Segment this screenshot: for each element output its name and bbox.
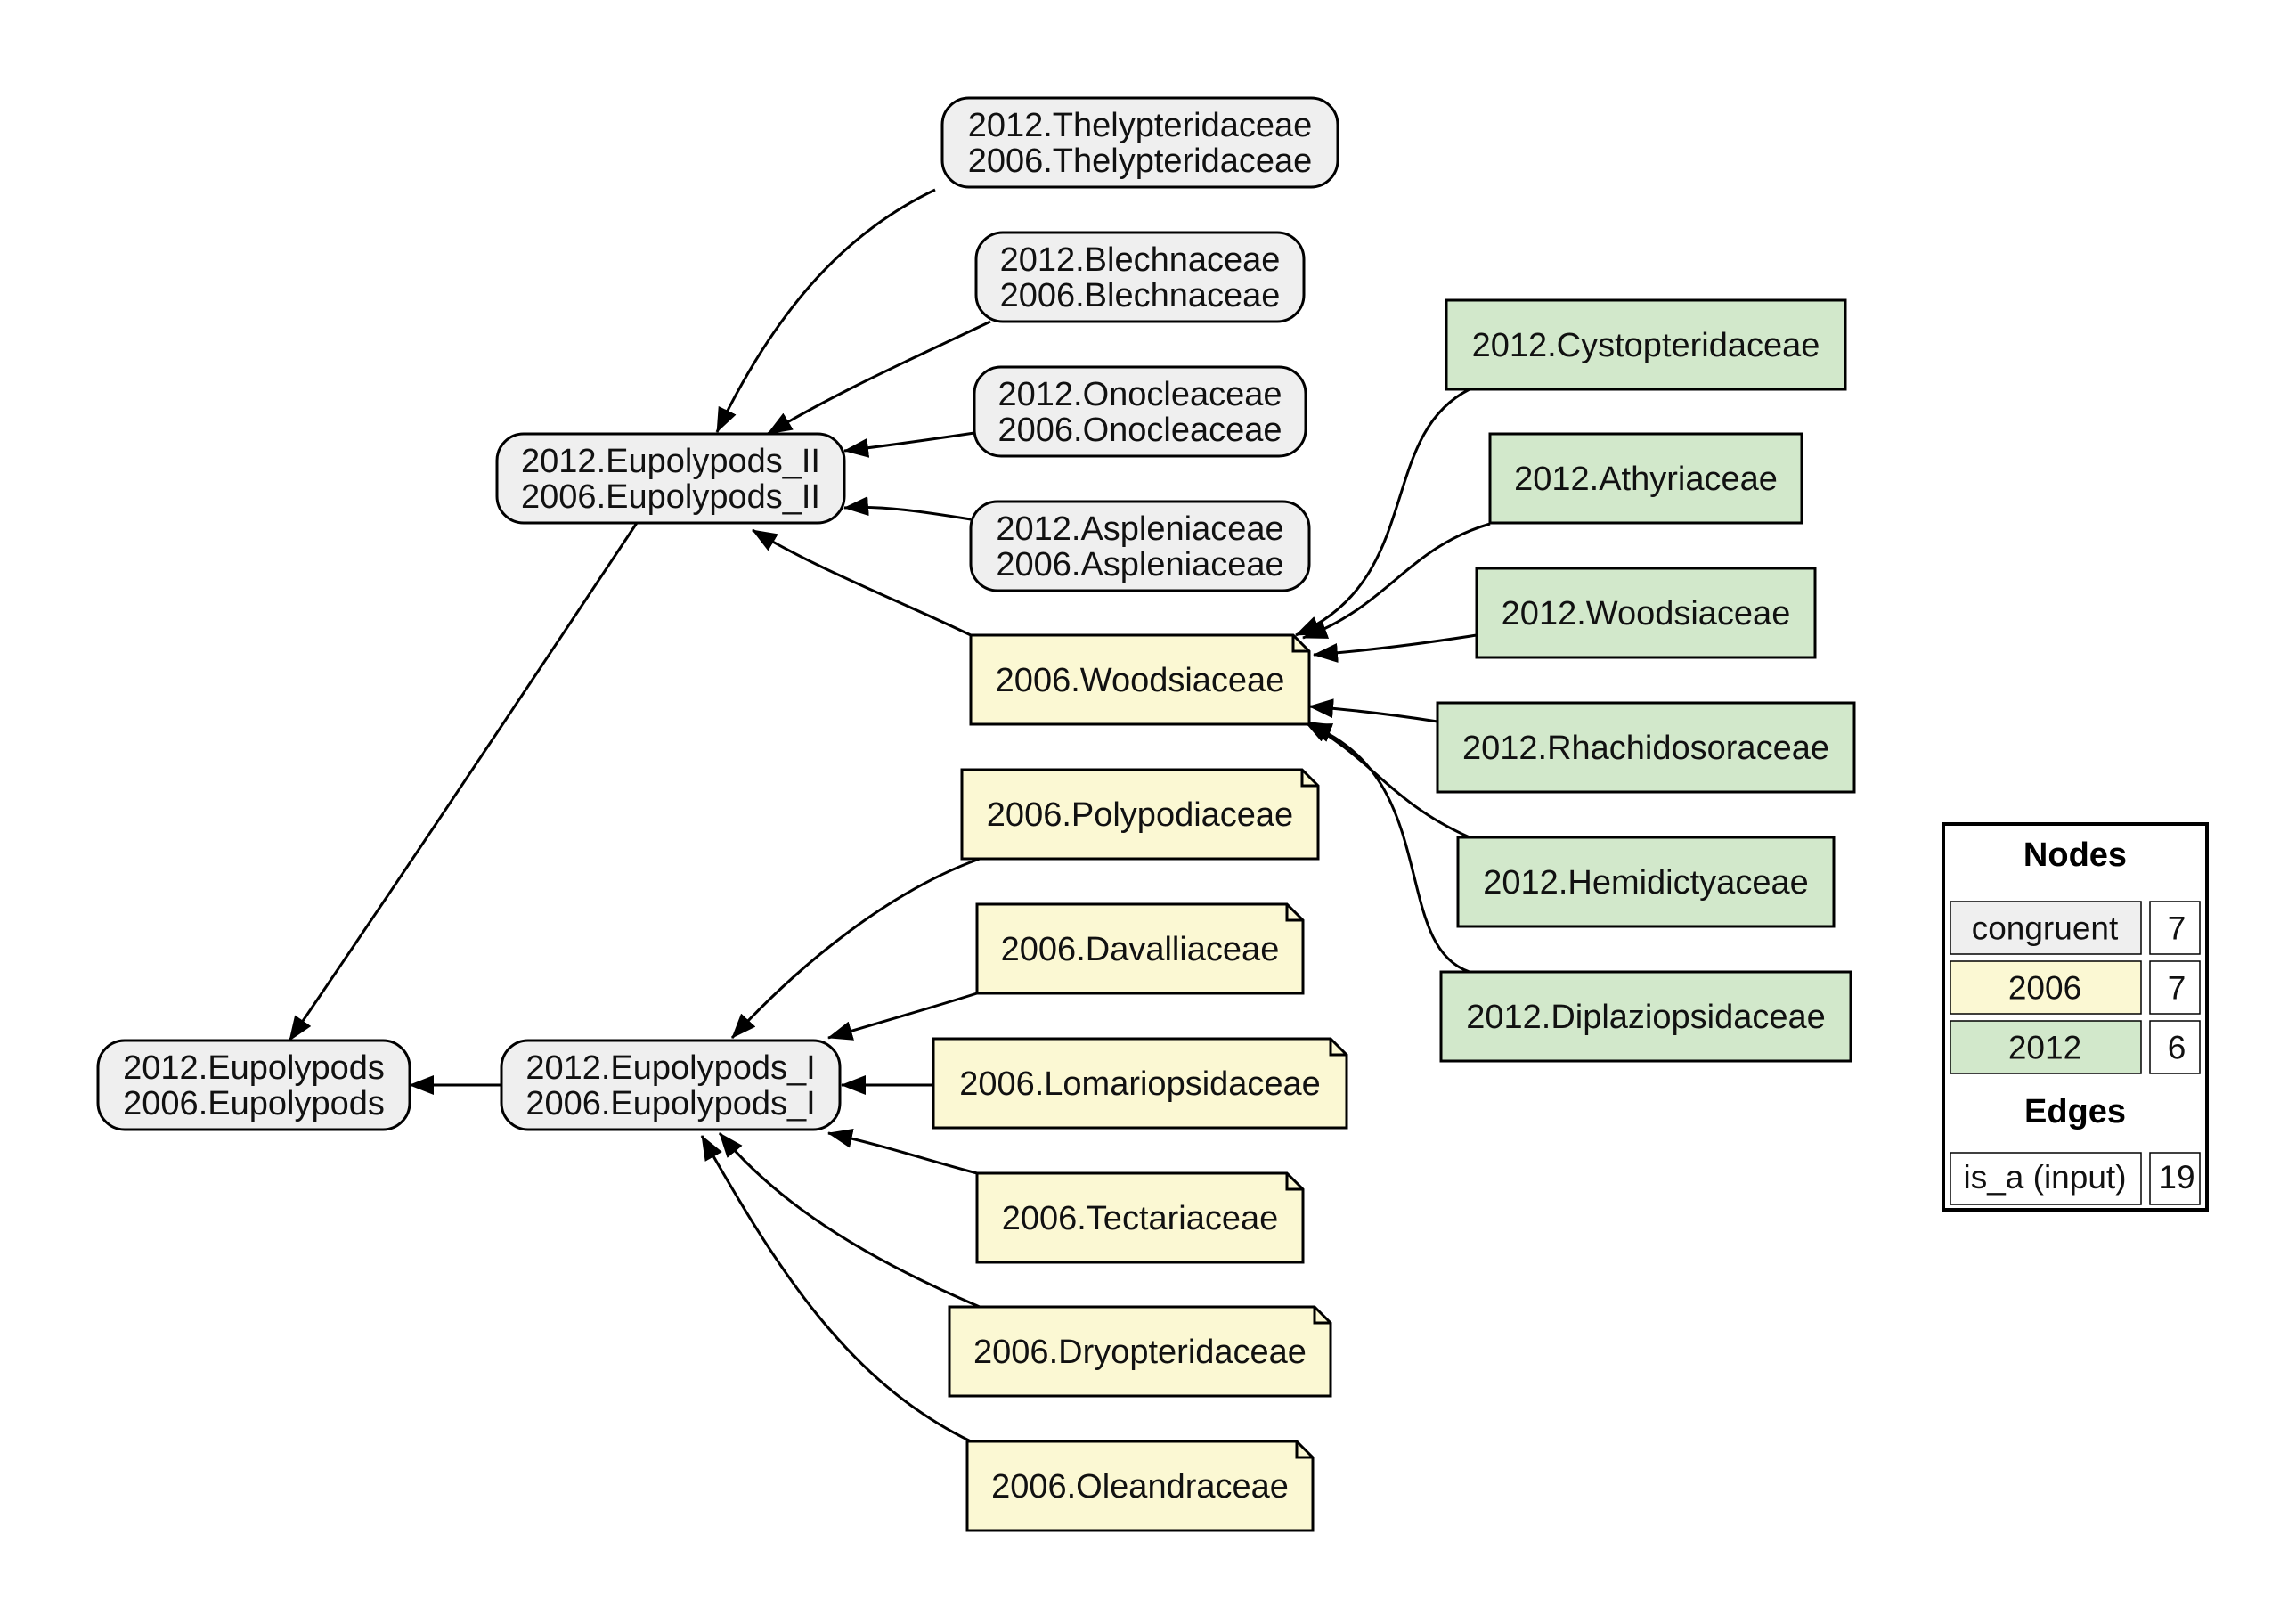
node-label: 2006.Eupolypods xyxy=(123,1085,385,1122)
node-label: 2006.Thelypteridaceae xyxy=(968,143,1313,180)
node-label: 2006.Lomariopsidaceae xyxy=(959,1065,1321,1103)
edge-aspleniaceae-to-eupolypods_ii xyxy=(843,496,972,521)
node-label: 2006.Davalliaceae xyxy=(1001,931,1280,968)
node-label: 2012.Rhachidosoraceae xyxy=(1462,730,1829,767)
legend-edges-title: Edges xyxy=(2024,1093,2126,1130)
node-athyriaceae[interactable]: 2012.Athyriaceae xyxy=(1488,432,1803,525)
legend-edge-count: 19 xyxy=(2158,1159,2194,1196)
legend-count-cell xyxy=(2149,960,2201,1015)
legend-swatch-2006 xyxy=(1950,960,2142,1015)
node-woodsiaceae-2006[interactable]: 2006.Woodsiaceae xyxy=(969,633,1311,726)
legend-count-cell xyxy=(2149,901,2201,955)
node-label: 2012.Eupolypods xyxy=(123,1049,385,1087)
node-label: 2006.Eupolypods_I xyxy=(525,1085,815,1122)
node-cystopteridaceae[interactable]: 2012.Cystopteridaceae xyxy=(1445,298,1847,391)
node-hemidictyaceae[interactable]: 2012.Hemidictyaceae xyxy=(1456,836,1836,928)
edge-tectariaceae-to-eupolypods_i xyxy=(827,1128,978,1175)
edges-layer xyxy=(288,188,1491,1443)
node-label: 2012.Athyriaceae xyxy=(1514,461,1778,498)
node-davalliaceae[interactable]: 2006.Davalliaceae xyxy=(975,902,1305,995)
node-label: 2006.Eupolypods_II xyxy=(521,478,820,516)
node-label: 2006.Blechnaceae xyxy=(1000,277,1281,314)
node-lomariopsidaceae[interactable]: 2006.Lomariopsidaceae xyxy=(932,1037,1348,1130)
edge-dryopteridaceae-to-eupolypods_i xyxy=(718,1132,981,1309)
node-label: 2012.Cystopteridaceae xyxy=(1472,327,1820,364)
legend-nodes-title: Nodes xyxy=(2023,836,2127,874)
edge-thelypteridaceae-to-eupolypods_ii xyxy=(715,188,936,433)
node-thelypteridaceae[interactable]: 2012.Thelypteridaceae2006.Thelypteridace… xyxy=(940,96,1339,189)
node-label: 2012.Hemidictyaceae xyxy=(1483,864,1808,902)
node-rhachidosoraceae[interactable]: 2012.Rhachidosoraceae xyxy=(1436,701,1856,794)
legend-row-count: 7 xyxy=(2168,910,2186,947)
edge-woodsiaceae_2012-to-woodsiaceae_2006 xyxy=(1313,633,1478,663)
edge-woodsiaceae_2006-to-eupolypods_ii xyxy=(752,528,972,637)
node-label: 2006.Oleandraceae xyxy=(991,1468,1289,1506)
legend-edge-label: is_a (input) xyxy=(1963,1159,2126,1196)
node-label: 2006.Dryopteridaceae xyxy=(973,1334,1307,1371)
node-label: 2006.Tectariaceae xyxy=(1002,1200,1279,1237)
nodes-layer: 2012.Eupolypods2006.Eupolypods2012.Eupol… xyxy=(96,96,1856,1532)
edge-eupolypods_ii-to-eupolypods xyxy=(288,522,639,1041)
legend-row-label: congruent xyxy=(1972,910,2119,947)
node-polypodiaceae[interactable]: 2006.Polypodiaceae xyxy=(960,768,1320,861)
edge-davalliaceae-to-eupolypods_i xyxy=(827,992,978,1041)
legend-row-count: 7 xyxy=(2168,970,2186,1007)
node-oleandraceae[interactable]: 2006.Oleandraceae xyxy=(965,1440,1315,1532)
node-label: 2012.Aspleniaceae xyxy=(996,510,1283,548)
edge-blechnaceae-to-eupolypods_ii xyxy=(767,320,991,436)
legend-count-cell xyxy=(2149,1152,2201,1205)
node-label: 2012.Thelypteridaceae xyxy=(968,107,1313,144)
node-label: 2012.Woodsiaceae xyxy=(1502,595,1791,632)
edge-athyriaceae-to-woodsiaceae_2006 xyxy=(1302,522,1491,640)
legend-row-label: 2006 xyxy=(2008,970,2081,1007)
node-woodsiaceae-2012[interactable]: 2012.Woodsiaceae xyxy=(1475,567,1817,659)
node-label: 2006.Onocleaceae xyxy=(997,412,1282,449)
node-diplaziopsidaceae[interactable]: 2012.Diplaziopsidaceae xyxy=(1439,970,1852,1063)
node-tectariaceae[interactable]: 2006.Tectariaceae xyxy=(975,1171,1305,1264)
node-label: 2012.Blechnaceae xyxy=(1000,241,1281,279)
edge-polypodiaceae-to-eupolypods_i xyxy=(730,857,981,1040)
node-label: 2012.Onocleaceae xyxy=(997,376,1282,413)
node-label: 2006.Polypodiaceae xyxy=(987,796,1293,834)
node-label: 2012.Eupolypods_I xyxy=(525,1049,815,1087)
edge-onocleaceae-to-eupolypods_ii xyxy=(843,431,975,458)
node-label: 2012.Eupolypods_II xyxy=(521,443,820,480)
legend-swatch-2012 xyxy=(1950,1020,2142,1074)
legend-swatch-congruent xyxy=(1950,901,2142,955)
node-label: 2006.Aspleniaceae xyxy=(996,546,1283,583)
legend-row-label: 2012 xyxy=(2008,1030,2081,1066)
legend-count-cell xyxy=(2149,1020,2201,1074)
node-label: 2012.Diplaziopsidaceae xyxy=(1466,999,1826,1036)
node-label: 2006.Woodsiaceae xyxy=(996,662,1285,699)
edge-rhachidosoraceae-to-woodsiaceae_2006 xyxy=(1308,698,1438,723)
legend-edge-cell xyxy=(1950,1152,2142,1205)
legend-row-count: 6 xyxy=(2168,1030,2186,1066)
edge-cystopteridaceae-to-woodsiaceae_2006 xyxy=(1295,388,1470,637)
edge-diplaziopsidaceae-to-woodsiaceae_2006 xyxy=(1307,722,1470,974)
node-dryopteridaceae[interactable]: 2006.Dryopteridaceae xyxy=(948,1305,1332,1398)
edge-oleandraceae-to-eupolypods_i xyxy=(700,1135,972,1443)
